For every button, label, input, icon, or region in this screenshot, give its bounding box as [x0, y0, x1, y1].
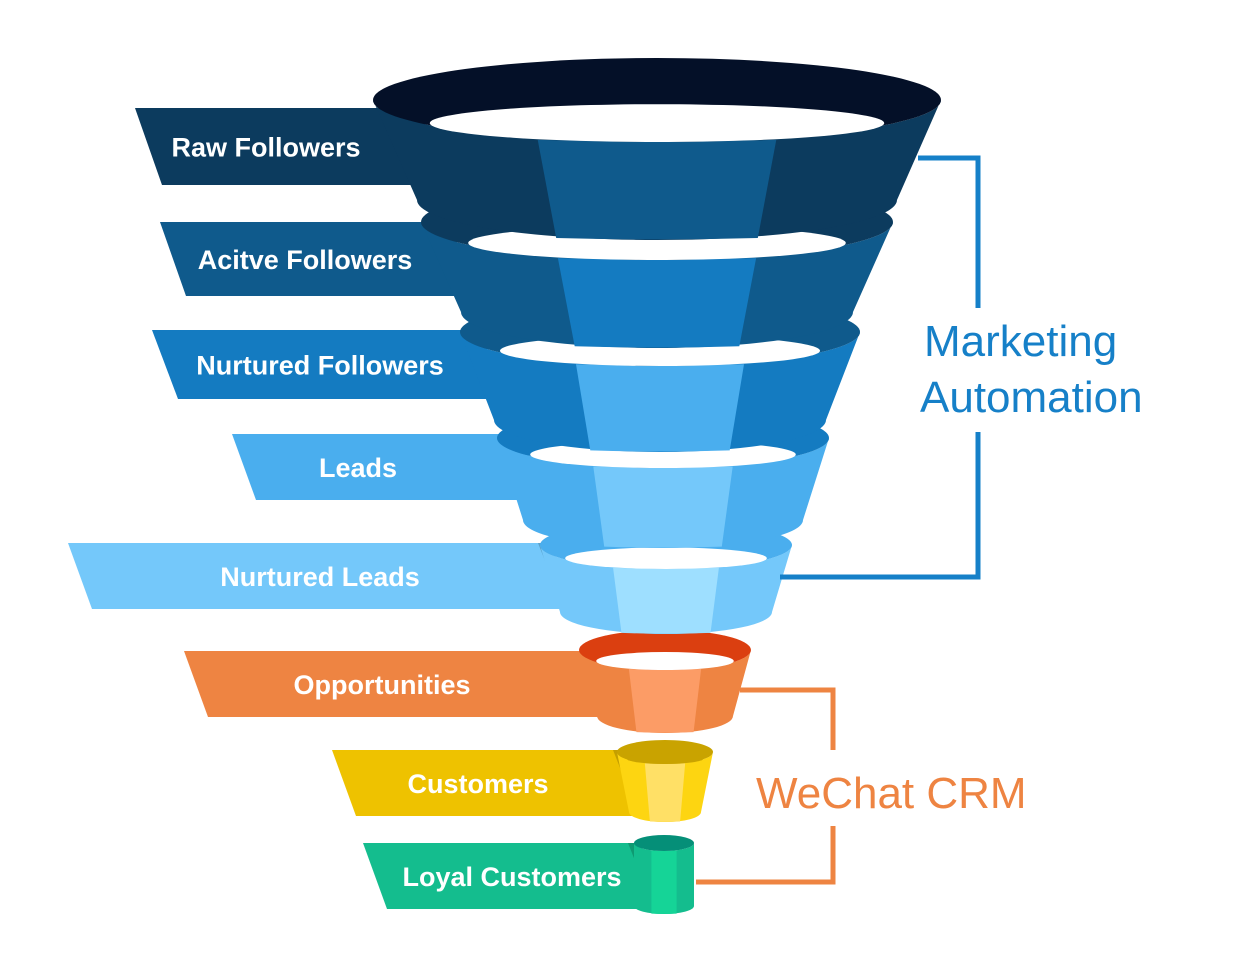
- stage-ribbon: [152, 330, 506, 399]
- funnel-layer-front: [557, 258, 757, 348]
- stage-ribbon: [135, 108, 446, 185]
- funnel-layer: [634, 835, 694, 914]
- funnel-layer: [373, 58, 941, 240]
- funnel-layer-front: [537, 139, 777, 240]
- funnel-layer-rim: [634, 835, 694, 851]
- stage-label: Nurtured Leads: [220, 562, 420, 592]
- stage-ribbon: [363, 843, 666, 909]
- funnel-layer-opening: [429, 104, 885, 142]
- stage-label: Loyal Customers: [402, 862, 621, 892]
- stage-ribbon: [332, 750, 651, 816]
- stage-ribbon: [160, 222, 476, 296]
- funnel-layer-front: [651, 850, 677, 914]
- marketing-automation-bracket: [780, 155, 981, 580]
- stage-label: Nurtured Followers: [196, 351, 444, 381]
- funnel-layers: [373, 58, 941, 914]
- funnel-layer-front: [644, 763, 686, 822]
- stage-label: Opportunities: [294, 670, 471, 700]
- funnel-layer: [617, 740, 713, 822]
- stage-label: Raw Followers: [171, 133, 360, 163]
- stage-ribbon: [68, 543, 576, 609]
- marketing-automation-title-line1: Marketing: [924, 317, 1117, 366]
- funnel-layer-opening: [626, 753, 704, 764]
- marketing-automation-title-line2: Automation: [920, 373, 1143, 422]
- funnel-layer-front: [593, 466, 733, 548]
- funnel-layer-opening: [565, 547, 767, 569]
- stage-label: Customers: [407, 769, 548, 799]
- wechat-crm-bracket: [696, 687, 836, 885]
- stage-ribbon: [184, 651, 626, 717]
- funnel-layer-opening: [596, 652, 734, 670]
- stage-ribbon: [232, 434, 546, 500]
- stage-label: Leads: [319, 453, 397, 483]
- group-brackets: Marketing Automation WeChat CRM: [696, 155, 1143, 885]
- funnel-layer-front: [576, 364, 744, 452]
- funnel-layer: [579, 630, 751, 733]
- funnel-layer-front: [613, 567, 719, 634]
- funnel-layer-front: [628, 669, 702, 733]
- wechat-crm-title: WeChat CRM: [756, 769, 1027, 818]
- stage-label: Acitve Followers: [198, 245, 413, 275]
